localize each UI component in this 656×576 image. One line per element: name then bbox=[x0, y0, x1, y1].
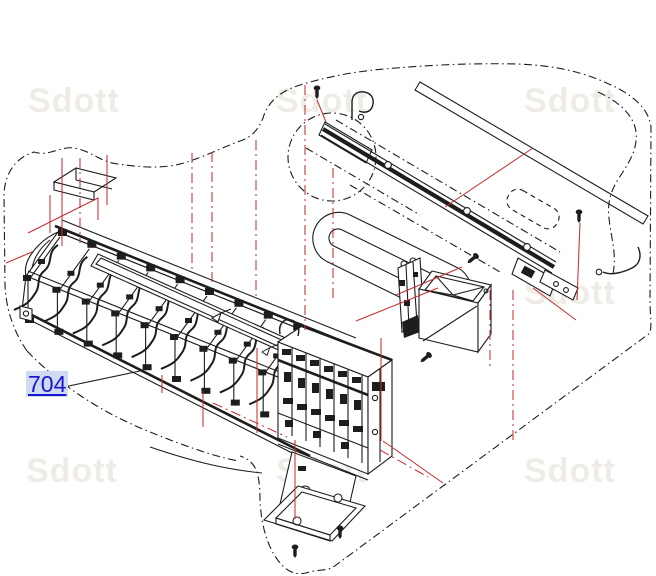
pump-bracket bbox=[397, 257, 425, 338]
valve-unit bbox=[276, 318, 394, 529]
watermark: Sdott bbox=[26, 452, 118, 490]
main-assembly bbox=[13, 219, 357, 459]
detail-circle bbox=[287, 112, 377, 202]
cover-strip bbox=[414, 81, 649, 225]
watermark: Sdott bbox=[524, 82, 616, 120]
panel-hook-slots bbox=[351, 91, 641, 276]
ink-tank-box bbox=[418, 270, 492, 354]
watermark: Sdott bbox=[524, 452, 616, 490]
watermark: Sdott bbox=[28, 82, 120, 120]
red-leader-lines bbox=[5, 85, 581, 519]
part-label-leader-line bbox=[63, 370, 141, 388]
slide-rail bbox=[318, 121, 579, 301]
part-number-link[interactable]: 704 bbox=[26, 371, 69, 397]
corner-clip-part bbox=[52, 167, 118, 201]
